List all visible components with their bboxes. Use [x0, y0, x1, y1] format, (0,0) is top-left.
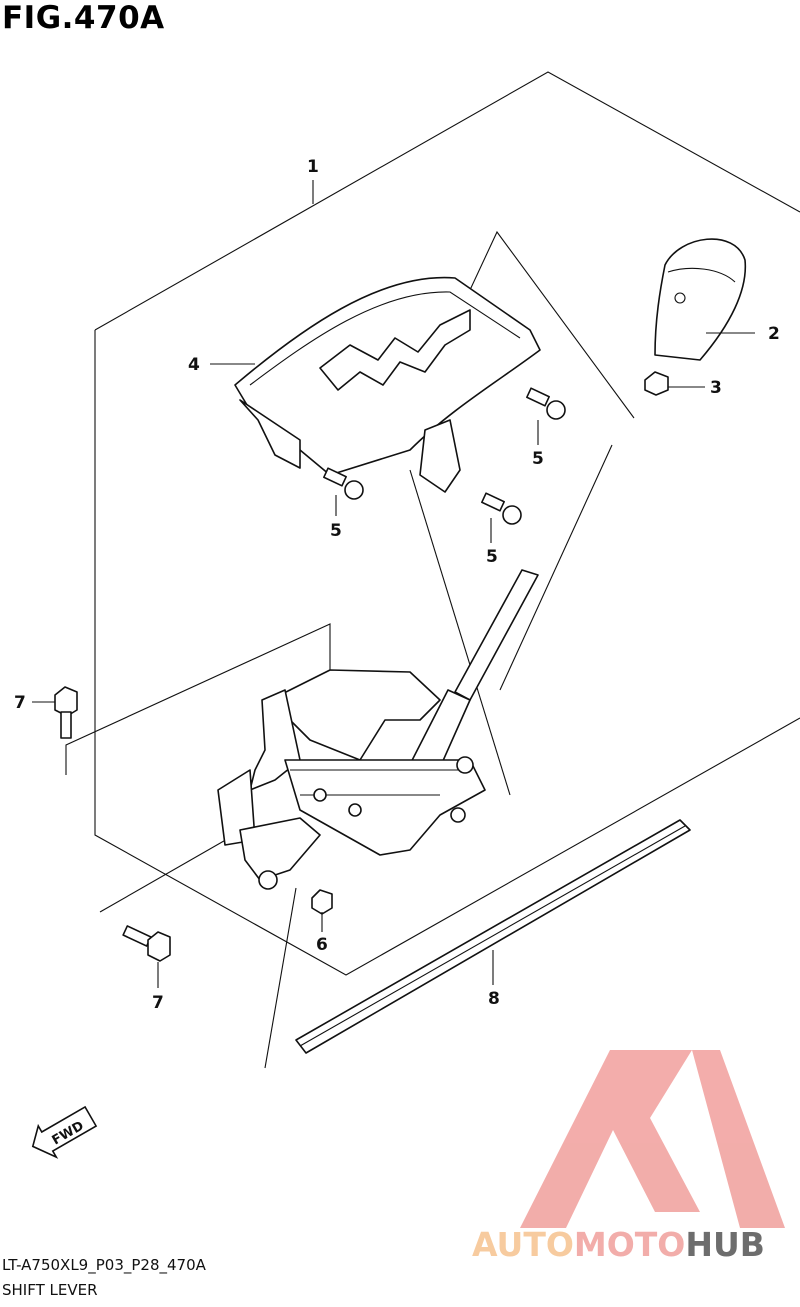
callout-5-c: 5: [486, 547, 498, 567]
bolt-5-c: [481, 492, 522, 525]
callout-4: 4: [188, 355, 200, 375]
bolt-7-upper: [54, 686, 78, 739]
leader-lever-3: [499, 444, 613, 691]
shift-lever-bracket: [217, 669, 486, 890]
watermark-moto: MOTO: [574, 1225, 685, 1264]
watermark-hub: HUB: [685, 1225, 765, 1264]
shift-gate-cover: [234, 276, 541, 493]
shift-knob: [654, 238, 747, 361]
shift-rod: [295, 819, 691, 1054]
bolt-5-b: [323, 467, 364, 500]
callout-5-b: 5: [330, 521, 342, 541]
watermark-logo: AUTOMOTOHUB: [472, 1050, 785, 1264]
callout-6: 6: [316, 935, 328, 955]
bracket-line-7-upper: [65, 623, 331, 775]
leader-lever-1: [462, 230, 635, 419]
assembly-outline: [94, 71, 800, 331]
bolt-5-a: [526, 387, 566, 420]
leader-rod: [264, 887, 297, 1069]
knob-nut: [644, 371, 669, 396]
fwd-arrow-icon: FWD: [31, 1105, 98, 1159]
figure-caption: SHIFT LEVER: [2, 1281, 98, 1299]
callout-5-a: 5: [532, 449, 544, 469]
callout-8: 8: [488, 989, 500, 1009]
callout-7-upper: 7: [14, 693, 26, 713]
figure-title: FIG.470A: [2, 0, 165, 36]
watermark-auto: AUTO: [472, 1225, 574, 1264]
bolt-7-lower: [122, 925, 171, 962]
watermark-mark: [520, 1050, 785, 1228]
leader-lever-2: [409, 469, 511, 796]
assembly-outline-left: [94, 330, 800, 976]
drawing-code: LT-A750XL9_P03_P28_470A: [2, 1256, 206, 1274]
callout-3: 3: [710, 378, 722, 398]
nut-6: [311, 889, 333, 915]
callout-1: 1: [307, 157, 319, 177]
callout-2: 2: [768, 324, 780, 344]
callout-7-lower: 7: [152, 993, 164, 1013]
shift-lever-shaft: [401, 569, 539, 791]
svg-text:AUTOMOTOHUB: AUTOMOTOHUB: [472, 1225, 765, 1264]
